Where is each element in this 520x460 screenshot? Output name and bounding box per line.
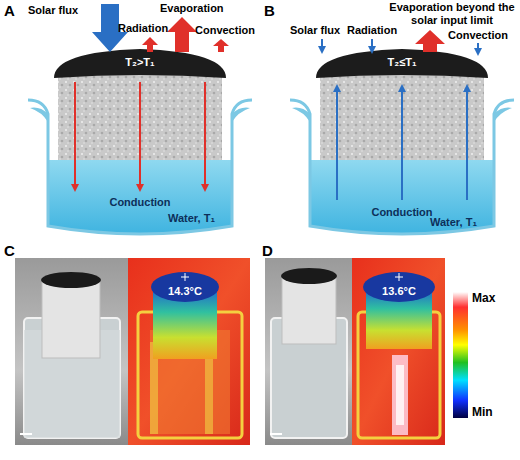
conduction-arrow [139, 82, 141, 190]
artwork-part [396, 365, 404, 425]
beaker [28, 49, 252, 234]
beaker [290, 49, 514, 234]
temperature-reading: 14.3°C [168, 285, 202, 298]
panel-letter: C [4, 242, 15, 259]
temperature-relation: T₂>T₁ [125, 56, 154, 69]
artwork-part [265, 258, 352, 445]
scale-max: Max [472, 292, 495, 306]
radiation-arrow [371, 39, 373, 52]
artwork-part [399, 273, 400, 281]
panel-letter: A [4, 2, 15, 19]
conduction-arrow [336, 86, 338, 200]
artwork-part [151, 272, 219, 302]
artwork-part [392, 355, 408, 435]
conduction-arrow [74, 82, 76, 190]
artwork-part [15, 258, 128, 445]
flux-label: Evaporation [160, 2, 224, 15]
artwork-part [20, 433, 32, 435]
temperature-reading: 13.6°C [382, 285, 416, 298]
panel-letter: D [262, 242, 273, 259]
flux-label: Radiation [118, 22, 168, 35]
artwork-part [42, 280, 100, 358]
artwork-part [352, 258, 445, 445]
conduction-arrow [466, 86, 468, 200]
panel-d-photos [265, 258, 468, 445]
panel-b-illustration [290, 30, 514, 234]
process-label: Conduction [371, 206, 432, 219]
temperature-relation: T₂≤T₁ [388, 56, 417, 69]
convection-arrow [213, 39, 229, 52]
radiation-arrow [142, 37, 158, 52]
artwork-part [41, 272, 101, 288]
conduction-arrow [401, 86, 403, 200]
evaporation-arrow [415, 30, 445, 52]
conduction-arrow [204, 82, 206, 190]
flux-label: Convection [195, 24, 255, 37]
artwork-part [128, 258, 250, 445]
scale-min: Min [472, 406, 493, 420]
flux-label: Solar flux [28, 4, 78, 17]
water-label: Water, T₁ [168, 212, 215, 225]
solar-arrow [321, 39, 323, 52]
flux-label: Radiation [347, 24, 397, 37]
artwork-part [270, 433, 282, 435]
evaporation-arrow [167, 17, 197, 52]
convection-arrow [477, 43, 479, 54]
artwork-part [282, 276, 336, 344]
artwork-part [363, 272, 435, 302]
flux-label: Evaporation beyond the solar input limit [388, 1, 516, 26]
flux-label: Convection [448, 29, 508, 42]
panel-c-photos [15, 258, 250, 445]
artwork-part [281, 268, 337, 284]
water-label: Water, T₁ [430, 216, 477, 229]
flux-label: Solar flux [290, 24, 340, 37]
process-label: Conduction [109, 196, 170, 209]
panel-a-illustration [28, 4, 252, 234]
color-bar [453, 292, 468, 418]
artwork-part [185, 273, 186, 281]
panel-letter: B [264, 2, 275, 19]
